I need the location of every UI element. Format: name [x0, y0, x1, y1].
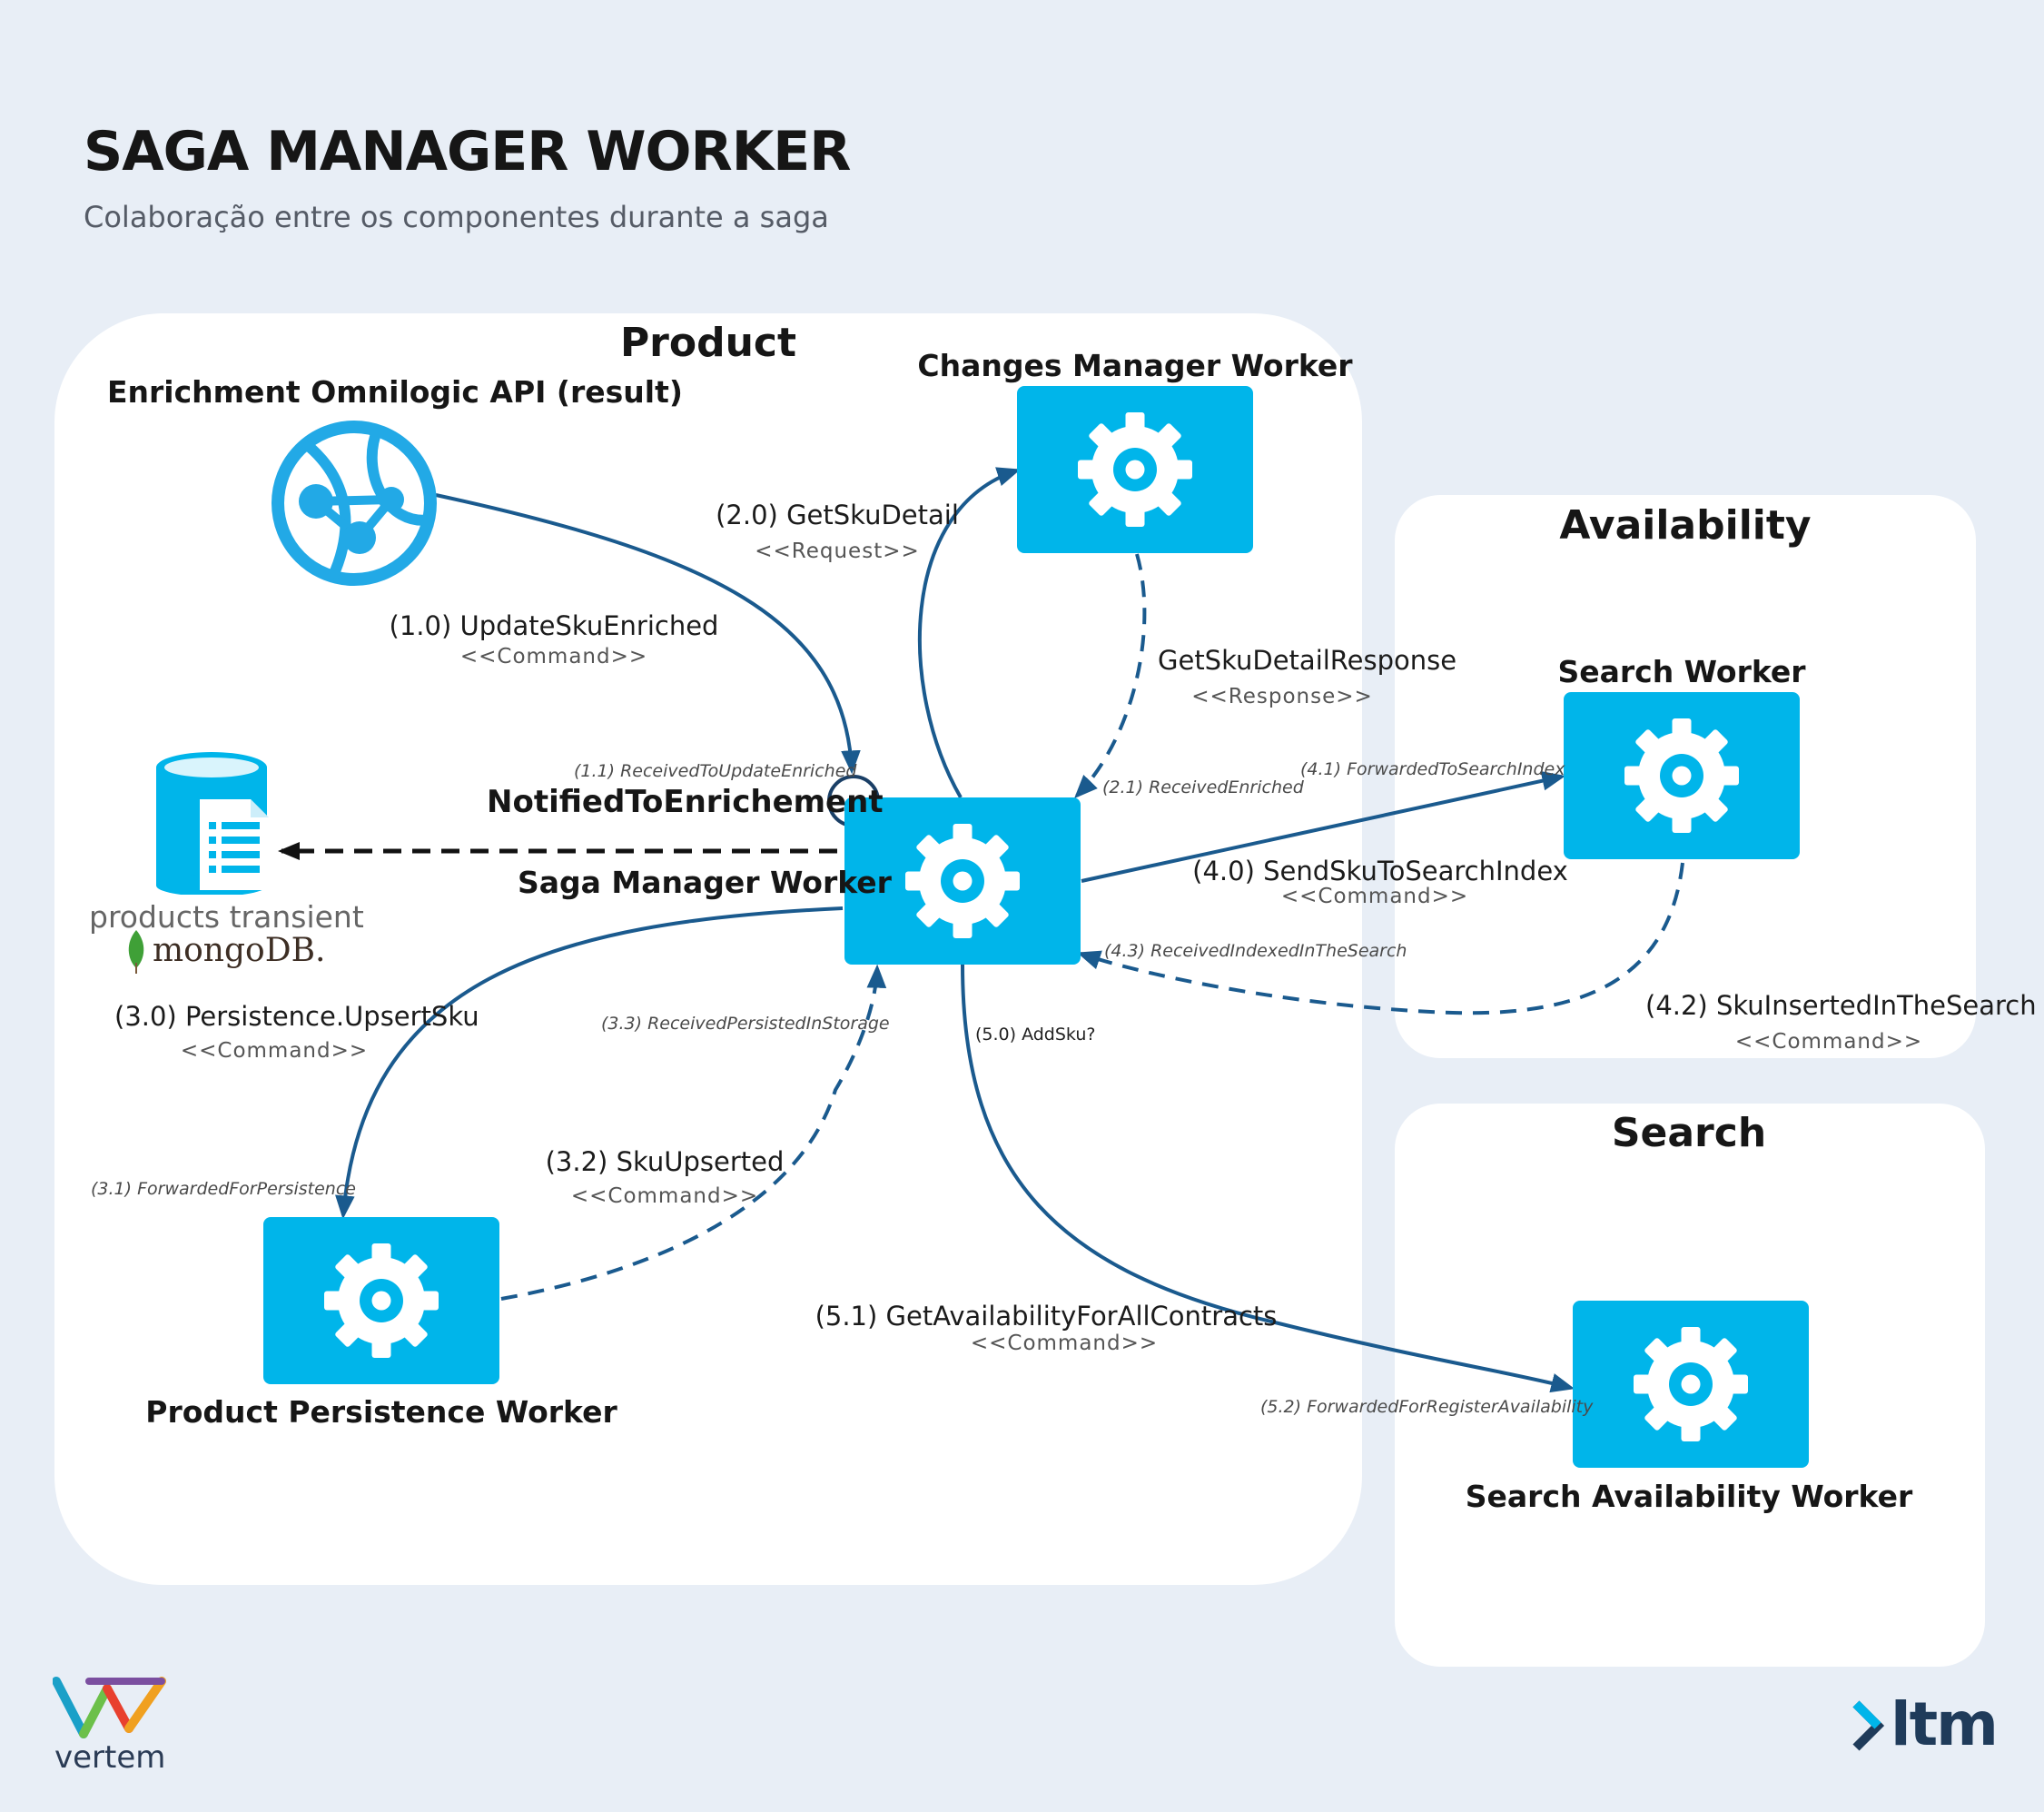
product-panel-title: Product	[619, 320, 797, 366]
msg-3-0-type: <<Command>>	[180, 1039, 369, 1063]
ltm-chevron-icon	[1852, 1700, 1889, 1751]
page-subtitle: Colaboração entre os componentes durante…	[84, 200, 829, 234]
msg-5-1: (5.1) GetAvailabilityForAllContracts	[815, 1301, 1278, 1332]
msg-5-1-type: <<Command>>	[970, 1332, 1159, 1355]
flow-1-0	[435, 493, 861, 775]
msg-4-3: (4.3) ReceivedIndexedInTheSearch	[1104, 941, 1407, 961]
notified-event-label: NotifiedToEnrichement	[487, 784, 884, 820]
gear-icon	[1634, 1327, 1748, 1441]
msg-5-2: (5.2) ForwardedForRegisterAvailability	[1260, 1397, 1594, 1417]
database-brand: mongoDB.	[153, 932, 326, 969]
vertem-logo-icon	[52, 1676, 171, 1739]
flow-4-2	[1076, 862, 1684, 1015]
msg-2-0: (2.0) GetSkuDetail	[716, 500, 959, 530]
msg-3-3: (3.3) ReceivedPersistedInStorage	[601, 1014, 890, 1034]
msg-3-0: (3.0) Persistence.UpsertSku	[114, 1001, 479, 1032]
globe-icon	[269, 418, 439, 589]
changes-manager-worker[interactable]	[1017, 386, 1253, 553]
saga-manager-worker[interactable]	[844, 797, 1081, 965]
msg-2-response-type: <<Response>>	[1191, 685, 1373, 708]
flow-3-0	[335, 906, 844, 1220]
flow-2-resp	[1073, 553, 1147, 799]
gear-icon	[1078, 412, 1192, 527]
msg-4-1: (4.1) ForwardedToSearchIndex	[1300, 759, 1565, 779]
search-availability-label: Search Availability Worker	[1465, 1479, 1913, 1514]
msg-2-1: (2.1) ReceivedEnriched	[1102, 777, 1304, 797]
search-worker-label: Search Worker	[1557, 654, 1806, 689]
msg-4-0-type: <<Command>>	[1280, 885, 1469, 908]
page-title: SAGA MANAGER WORKER	[84, 120, 851, 183]
msg-4-2: (4.2) SkuInsertedInTheSearch	[1645, 990, 2037, 1021]
msg-3-1: (3.1) ForwardedForPersistence	[91, 1179, 356, 1199]
flow-5-1	[961, 964, 1575, 1393]
flow-3-2	[500, 964, 887, 1301]
saga-manager-label: Saga Manager Worker	[518, 865, 892, 900]
msg-5-0: (5.0) AddSku?	[975, 1025, 1096, 1045]
search-worker[interactable]	[1564, 692, 1800, 859]
flow-4-0	[1081, 771, 1566, 883]
ltm-logo-text: ltm	[1891, 1689, 1999, 1759]
msg-3-2-type: <<Command>>	[570, 1184, 759, 1208]
product-persistence-worker[interactable]	[263, 1217, 499, 1384]
search-availability-worker[interactable]	[1573, 1301, 1809, 1468]
gear-icon	[1624, 718, 1739, 833]
msg-3-2: (3.2) SkuUpserted	[545, 1146, 785, 1177]
msg-1-1: (1.1) ReceivedToUpdateEnriched	[574, 761, 857, 781]
msg-4-2-type: <<Command>>	[1734, 1030, 1923, 1054]
gear-icon	[905, 824, 1020, 938]
msg-1-0: (1.0) UpdateSkuEnriched	[389, 610, 719, 641]
product-persistence-label: Product Persistence Worker	[145, 1394, 617, 1430]
msg-1-0-type: <<Command>>	[459, 645, 648, 668]
gear-icon	[324, 1243, 439, 1358]
msg-2-response: GetSkuDetailResponse	[1158, 645, 1457, 676]
availability-panel-title: Availability	[1559, 502, 1812, 549]
search-panel-title: Search	[1611, 1110, 1767, 1156]
mongodb-leaf-icon	[122, 928, 151, 974]
database-icon	[153, 749, 280, 896]
msg-4-0: (4.0) SendSkuToSearchIndex	[1192, 856, 1568, 886]
msg-2-0-type: <<Request>>	[755, 540, 920, 563]
database-label: products transient	[89, 899, 364, 935]
vertem-logo-text: vertem	[54, 1739, 166, 1776]
flow-2-0	[917, 467, 1022, 798]
changes-manager-label: Changes Manager Worker	[917, 348, 1353, 383]
enrichment-api-label: Enrichment Omnilogic API (result)	[107, 374, 683, 410]
